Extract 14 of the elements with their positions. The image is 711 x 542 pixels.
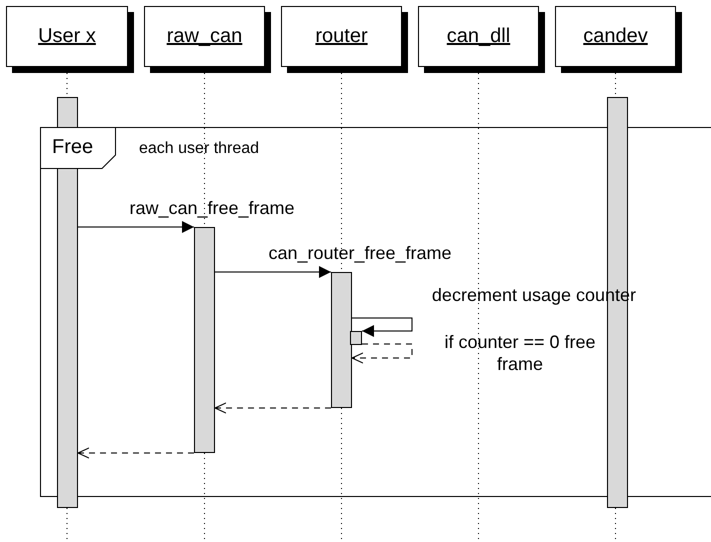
return-arrow [352, 344, 412, 364]
message-arrow [214, 266, 332, 278]
frame-condition: each user thread [139, 140, 260, 158]
message-label: can_router_free_frame [267, 242, 453, 264]
message-label: if counter == 0 free frame [443, 331, 597, 375]
activation-bar [194, 227, 215, 453]
activation-bar [350, 331, 362, 345]
return-arrow [214, 402, 332, 414]
message-arrow [352, 318, 412, 337]
return-arrow [78, 448, 194, 458]
frame-title: Free [52, 136, 94, 159]
message-arrow [78, 221, 194, 233]
message-label: raw_can_free_frame [128, 197, 296, 219]
activation-bar [331, 272, 352, 408]
